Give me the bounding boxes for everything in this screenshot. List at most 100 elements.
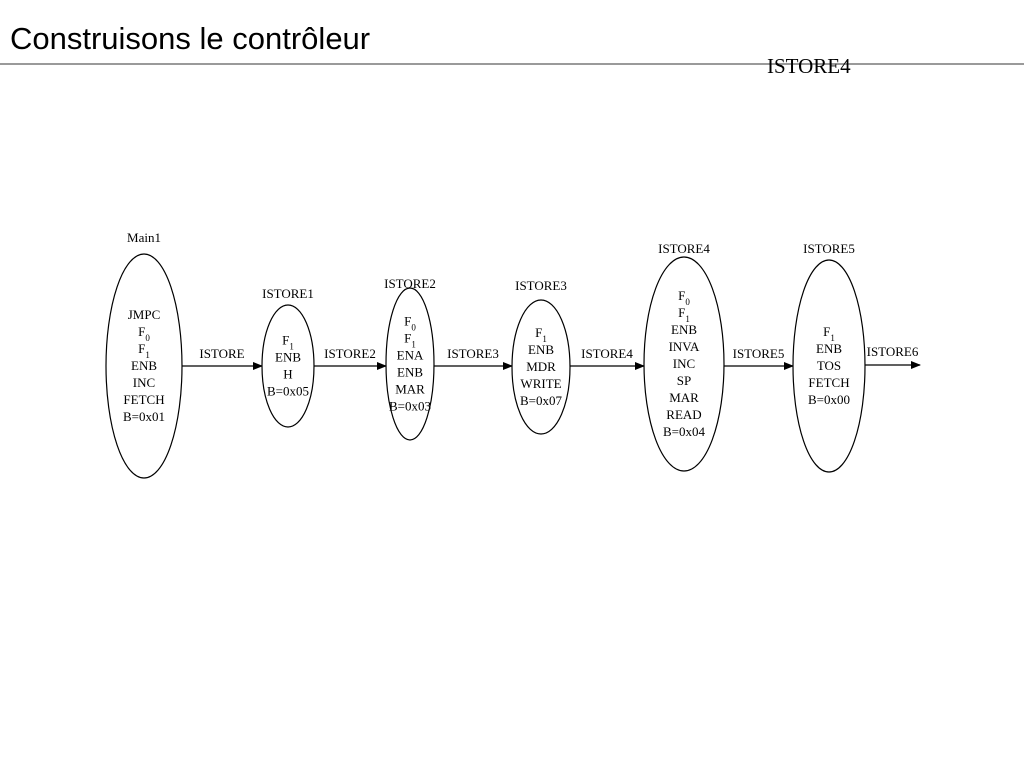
state-line-text: F xyxy=(282,333,289,348)
state-line: B=0x05 xyxy=(267,384,309,399)
state-ellipse xyxy=(261,304,315,428)
state-line-text: ENB xyxy=(816,341,842,356)
state-line: ENB xyxy=(671,322,697,337)
state-line-subscript: 1 xyxy=(542,334,547,344)
transition-label: ISTORE6 xyxy=(867,344,919,359)
transition-istore3-istore4: ISTORE4 xyxy=(570,346,645,370)
states-layer: Main1JMPCF0F1ENBINCFETCHB=0x01ISTORE1F1E… xyxy=(105,230,866,479)
state-line-text: JMPC xyxy=(128,307,161,322)
state-name: ISTORE5 xyxy=(803,241,855,256)
state-line-text: F xyxy=(404,331,411,346)
state-line-text: MDR xyxy=(526,359,556,374)
state-line-text: F xyxy=(138,341,145,356)
state-line-text: INC xyxy=(133,375,155,390)
state-line: F1 xyxy=(823,324,835,343)
state-line: F1 xyxy=(282,333,294,352)
state-line-text: B=0x01 xyxy=(123,409,165,424)
state-name: Main1 xyxy=(127,230,161,245)
state-line: B=0x00 xyxy=(808,392,850,407)
state-line: ENB xyxy=(275,350,301,365)
state-line-text: F xyxy=(678,288,685,303)
title-divider xyxy=(0,63,1024,65)
transition-main1-istore1: ISTORE xyxy=(182,346,263,370)
transition-label: ISTORE xyxy=(199,346,244,361)
state-line-text: F xyxy=(823,324,830,339)
transition-label: ISTORE3 xyxy=(447,346,499,361)
transition-label: ISTORE5 xyxy=(733,346,785,361)
state-line-subscript: 0 xyxy=(145,333,150,343)
state-line: F1 xyxy=(138,341,150,360)
state-line: WRITE xyxy=(520,376,561,391)
state-line-text: MAR xyxy=(669,390,699,405)
state-line: F0 xyxy=(678,288,690,307)
state-line-text: SP xyxy=(677,373,691,388)
state-line: SP xyxy=(677,373,691,388)
transition-istore1-istore2: ISTORE2 xyxy=(314,346,387,370)
state-line: H xyxy=(283,367,292,382)
state-line: FETCH xyxy=(808,375,849,390)
transition-istore2-istore3: ISTORE3 xyxy=(434,346,513,370)
edges-layer: ISTORE ISTORE2 ISTORE3 ISTORE4 ISTORE5 ISTORE… xyxy=(182,344,921,370)
state-line-text: TOS xyxy=(817,358,841,373)
state-line: F1 xyxy=(404,331,416,350)
state-line: ENA xyxy=(397,348,424,363)
state-name: ISTORE1 xyxy=(262,286,314,301)
state-ellipse xyxy=(511,299,571,435)
state-line: F0 xyxy=(404,314,416,333)
state-line: B=0x07 xyxy=(520,393,563,408)
state-line-subscript: 0 xyxy=(411,323,416,333)
state-line: MAR xyxy=(395,382,425,397)
state-line-text: FETCH xyxy=(123,392,164,407)
transition-istore5-out: ISTORE6 xyxy=(865,344,921,369)
state-line-text: WRITE xyxy=(520,376,561,391)
state-line: READ xyxy=(666,407,701,422)
state-line: INVA xyxy=(669,339,700,354)
state-line-subscript: 1 xyxy=(289,342,294,352)
state-line-text: ENB xyxy=(671,322,697,337)
state-ellipse xyxy=(643,256,725,472)
state-name: ISTORE3 xyxy=(515,278,567,293)
state-line: MAR xyxy=(669,390,699,405)
state-ellipse xyxy=(105,253,183,479)
state-line-text: INVA xyxy=(669,339,700,354)
state-line-text: ENB xyxy=(397,365,423,380)
state-line-subscript: 0 xyxy=(685,297,690,307)
state-line-text: B=0x07 xyxy=(520,393,563,408)
transition-label: ISTORE4 xyxy=(581,346,633,361)
state-line-text: F xyxy=(404,314,411,329)
state-line-text: MAR xyxy=(395,382,425,397)
state-line: TOS xyxy=(817,358,841,373)
state-line: B=0x01 xyxy=(123,409,165,424)
state-line: INC xyxy=(133,375,155,390)
state-line-text: H xyxy=(283,367,292,382)
state-line-text: F xyxy=(138,324,145,339)
state-name: ISTORE2 xyxy=(384,276,436,291)
state-ellipse xyxy=(385,287,435,441)
state-line-text: B=0x00 xyxy=(808,392,850,407)
state-line-subscript: 1 xyxy=(145,350,150,360)
state-line-text: F xyxy=(535,325,542,340)
state-line: ENB xyxy=(816,341,842,356)
state-line: ENB xyxy=(397,365,423,380)
state-line-subscript: 1 xyxy=(411,340,416,350)
transition-label: ISTORE2 xyxy=(324,346,376,361)
state-line-text: F xyxy=(678,305,685,320)
state-line-text: B=0x04 xyxy=(663,424,706,439)
state-line-text: ENB xyxy=(131,358,157,373)
state-line: B=0x03 xyxy=(389,399,431,414)
corner-state-label: ISTORE4 xyxy=(767,54,851,78)
state-line-text: ENB xyxy=(528,342,554,357)
state-line: ENB xyxy=(528,342,554,357)
state-line-text: ENA xyxy=(397,348,424,363)
state-line: F1 xyxy=(535,325,547,344)
state-line-text: READ xyxy=(666,407,701,422)
state-line: INC xyxy=(673,356,695,371)
state-line-text: ENB xyxy=(275,350,301,365)
transition-istore4-istore5: ISTORE5 xyxy=(724,346,794,370)
